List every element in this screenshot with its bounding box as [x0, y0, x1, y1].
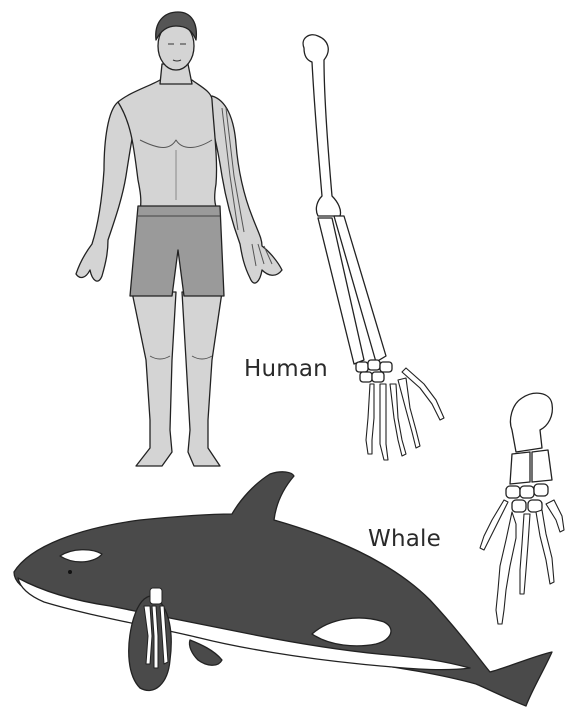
whale-phalanges	[480, 500, 564, 624]
human-label: Human	[244, 356, 328, 382]
human-torso	[118, 80, 218, 212]
whale-humerus	[510, 393, 552, 452]
human-figure	[76, 12, 282, 466]
whale-carpals	[506, 484, 548, 512]
human-right-leg	[182, 292, 222, 466]
carpal-bones	[356, 360, 392, 382]
human-arm-skeleton	[303, 35, 444, 460]
human-left-leg	[132, 292, 176, 466]
whale-ulna	[532, 450, 552, 482]
humerus-bone	[303, 35, 340, 216]
whale-flipper-skeleton	[480, 393, 564, 624]
whale-body	[14, 472, 552, 706]
whale-radius	[510, 452, 530, 484]
whale-figure	[14, 472, 552, 706]
whale-label: Whale	[368, 526, 441, 552]
whale-ventral-fin	[189, 640, 222, 665]
human-left-arm	[76, 102, 138, 281]
human-shorts	[130, 206, 224, 296]
